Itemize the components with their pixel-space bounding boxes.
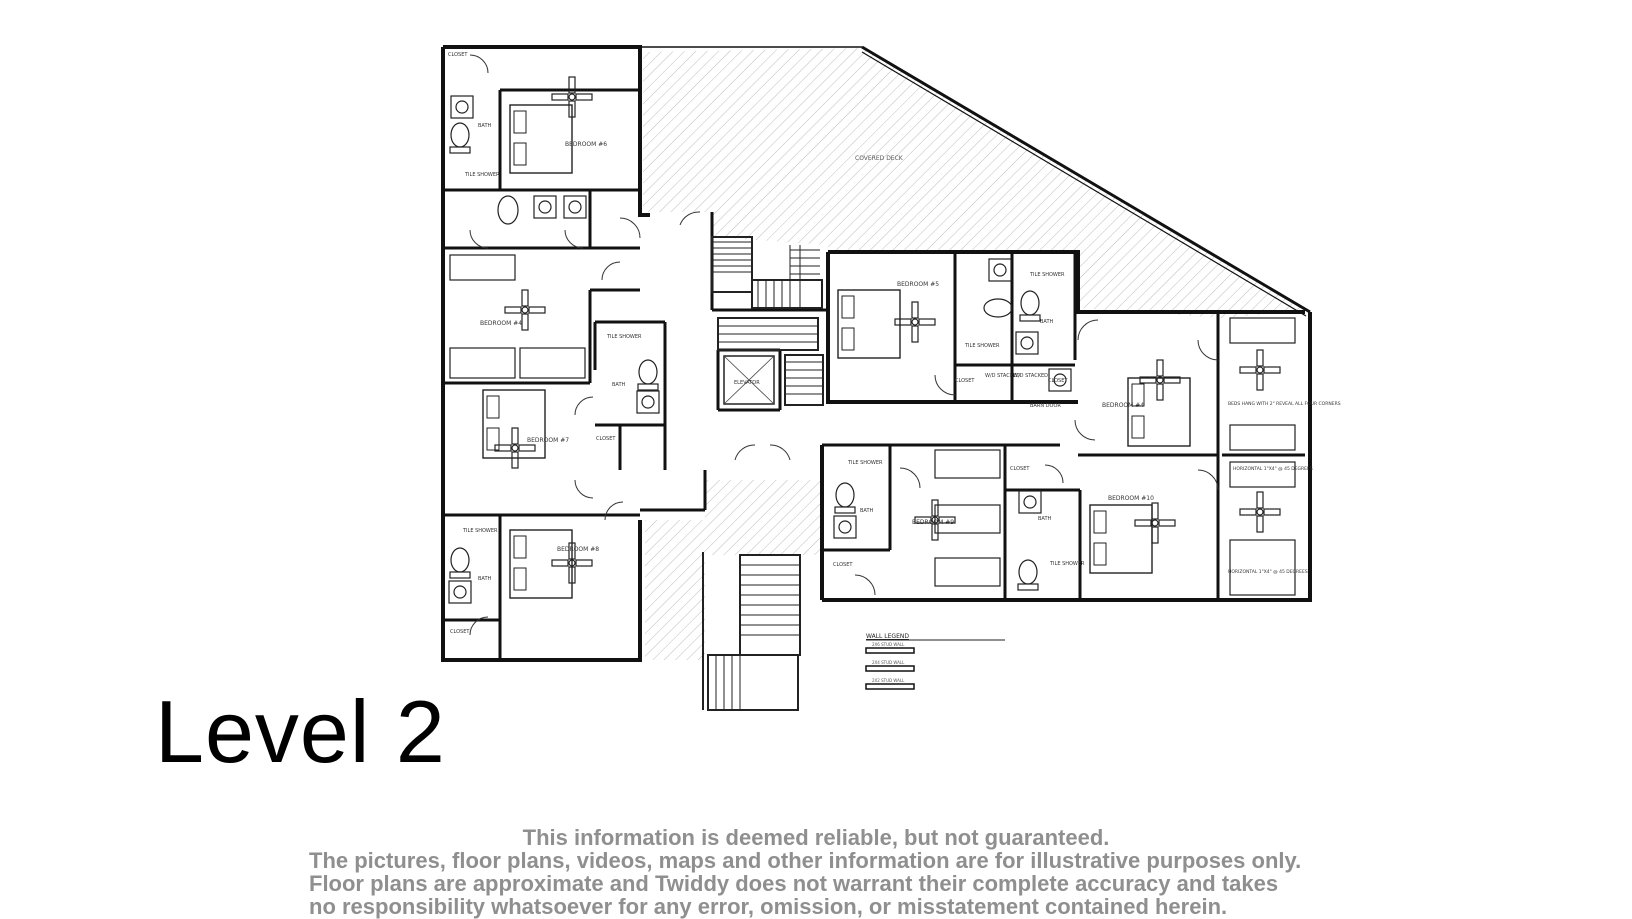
plan-notes: BEDS HANG WITH 2" REVEAL ALL FOUR CORNER… — [1228, 401, 1341, 575]
room-label-bedroom-9: BEDROOM #9 — [912, 519, 954, 526]
room-label-bedroom-4: BEDROOM #4 — [480, 320, 522, 327]
bath-label: BATH — [860, 508, 874, 514]
exterior-walls — [441, 45, 1312, 662]
disclaimer-line-4: no responsibility whatsoever for any err… — [309, 894, 1228, 919]
stacked-label: W/D STACKED — [1013, 373, 1048, 379]
bath-label: BATH — [612, 382, 626, 388]
closet-label: CLOSET — [450, 629, 470, 635]
legend-item-3: 2X2 STUD WALL — [872, 678, 905, 683]
disclaimer-line-2: The pictures, floor plans, videos, maps … — [309, 848, 1302, 873]
stairs — [702, 236, 824, 711]
tile-shower-label: TILE SHOWER — [464, 172, 500, 178]
wall-legend: WALL LEGEND 2X6 STUD WALL 2X4 STUD WALL … — [865, 633, 1005, 690]
elevator-label: ELEVATOR — [734, 380, 760, 386]
tile-shower-label: TILE SHOWER — [1049, 561, 1085, 567]
barn-door-label: BARN DOOR — [1030, 403, 1061, 409]
interior-walls — [443, 88, 1305, 660]
stacked-label: W/D STACKED — [985, 373, 1020, 379]
closet-label: CLOSET — [955, 378, 975, 384]
room-label-bedroom-8: BEDROOM #8 — [557, 546, 599, 553]
page-title: Level 2 — [155, 682, 446, 781]
tile-shower-label: TILE SHOWER — [606, 334, 642, 340]
bath-label: BATH — [478, 576, 492, 582]
disclaimer: This information is deemed reliable, but… — [0, 826, 1632, 918]
bath-fixtures — [448, 95, 1072, 604]
covered-deck-label: COVERED DECK — [855, 155, 904, 162]
disclaimer-line-3: Floor plans are approximate and Twiddy d… — [309, 871, 1279, 896]
tile-shower-label: TILE SHOWER — [462, 528, 498, 534]
closet-label: CLOSET — [448, 52, 468, 58]
closet-label: CLOSET — [1010, 466, 1030, 472]
note-horizontal-2: HORIZONTAL 1"X4" @ 45 DEGREES — [1228, 569, 1308, 575]
door-swings — [469, 54, 1219, 636]
bath-label: BATH — [478, 123, 492, 129]
elevator: ELEVATOR — [723, 355, 775, 405]
tile-shower-label: TILE SHOWER — [847, 460, 883, 466]
bath-label: BATH — [1038, 516, 1052, 522]
wall-legend-title: WALL LEGEND — [866, 633, 909, 640]
tile-shower-label: TILE SHOWER — [964, 343, 1000, 349]
legend-item-2: 2X4 STUD WALL — [872, 660, 905, 665]
covered-deck: COVERED DECK — [643, 48, 1308, 660]
legend-item-1: 2X6 STUD WALL — [872, 642, 905, 647]
room-label-bedroom-5: BEDROOM #5 — [897, 281, 939, 288]
closet-label: CLOSET — [1048, 378, 1068, 384]
beds — [449, 104, 1296, 599]
note-horizontal-1: HORIZONTAL 1"X4" @ 45 DEGREES — [1233, 466, 1313, 472]
bath-label: BATH — [1040, 319, 1054, 325]
closet-label: CLOSET — [833, 562, 853, 568]
legend-swatch — [865, 665, 915, 672]
room-label-bedroom-7: BEDROOM #7 — [527, 437, 569, 444]
legend-swatch — [865, 683, 915, 690]
tile-shower-label: TILE SHOWER — [1029, 272, 1065, 278]
closet-label: CLOSET — [596, 436, 616, 442]
room-label-bedroom-4-right: BEDROOM #4 — [1102, 402, 1144, 409]
disclaimer-line-1: This information is deemed reliable, but… — [522, 825, 1110, 850]
room-label-bedroom-10: BEDROOM #10 — [1108, 495, 1154, 502]
legend-swatch — [865, 647, 915, 654]
note-beds-hang: BEDS HANG WITH 2" REVEAL ALL FOUR CORNER… — [1228, 401, 1341, 407]
room-labels: BEDROOM #6 BEDROOM #4 BEDROOM #7 BEDROOM… — [480, 141, 1154, 553]
fixture-labels: TILE SHOWER CLOSET BATH TILE SHOWER BATH… — [448, 52, 1085, 635]
room-label-bedroom-6: BEDROOM #6 — [565, 141, 607, 148]
